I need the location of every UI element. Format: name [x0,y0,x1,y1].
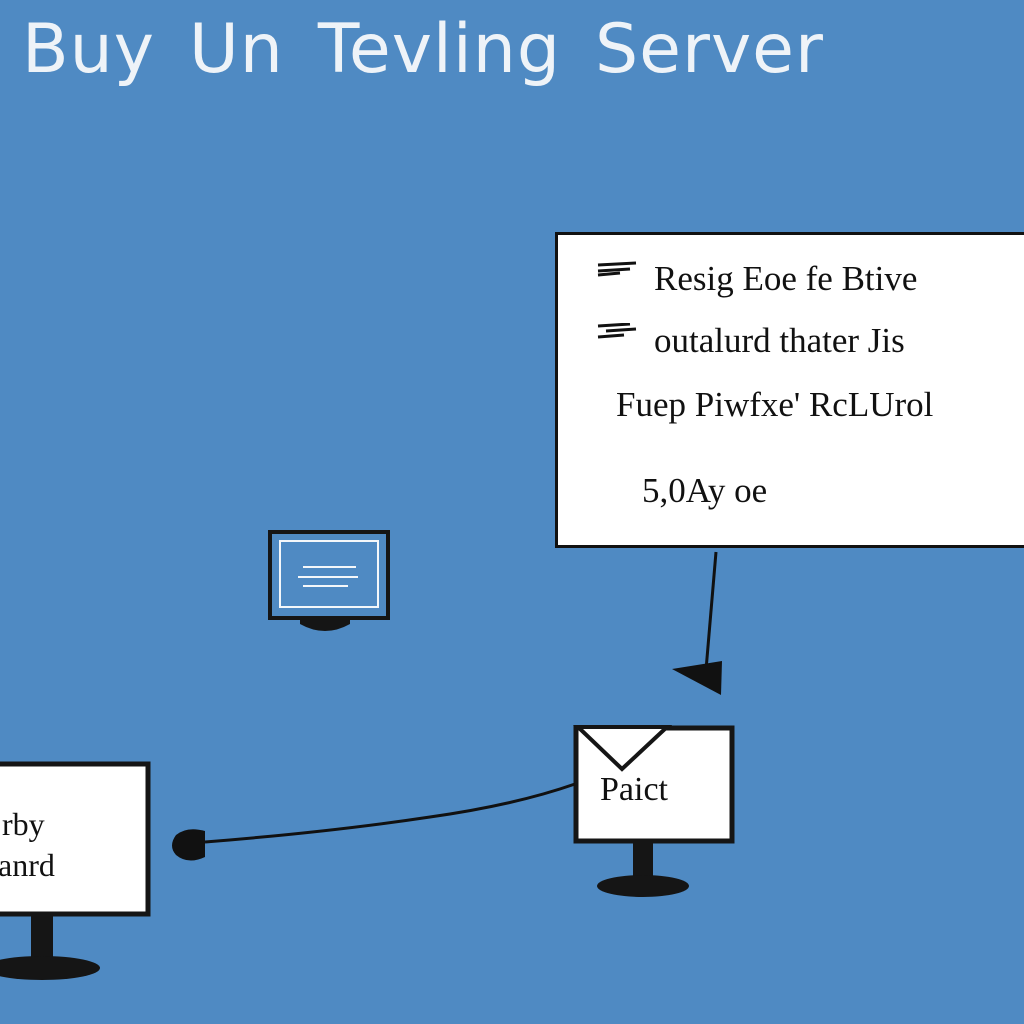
left-monitor-line-1: rby [2,806,45,842]
title-word-4: Server [594,10,824,89]
right-monitor-icon [573,725,735,897]
title-word-1: Buy [22,10,155,89]
callout-box: Resig Eoe fe Btive outalurd thater Jis F… [555,232,1024,548]
left-monitor-neck [31,914,53,961]
left-monitor-frame [0,761,151,917]
callout-line-1: Resig Eoe fe Btive [654,259,918,298]
callout-arrowhead [672,661,722,695]
arrow-scribble-icon [597,323,637,339]
network-cable [204,782,576,844]
envelope-flap [573,725,673,772]
small-monitor-stand [300,618,350,631]
left-monitor-line-2: anrd [0,847,55,883]
left-monitor-icon [0,761,151,980]
plug-icon [172,829,205,861]
left-monitor-base [0,956,100,980]
small-monitor-screen [279,540,379,608]
callout-line-4: 5,0Ay oe [642,471,768,510]
title-word-2: Un [189,10,284,89]
title-word-3: Tevling [317,10,561,89]
right-monitor-neck [633,841,653,883]
small-monitor-icon [268,530,390,631]
callout-line-2: outalurd thater Jis [654,321,905,360]
page-title: Buy Un Tevling Server [22,8,824,92]
callout-line-3: Fuep Piwfxe' RcLUrol [616,385,934,424]
right-monitor-label: Paict [600,771,668,808]
dash-icon [597,261,637,277]
callout-connector-line [704,551,718,671]
right-monitor-base [597,875,689,897]
